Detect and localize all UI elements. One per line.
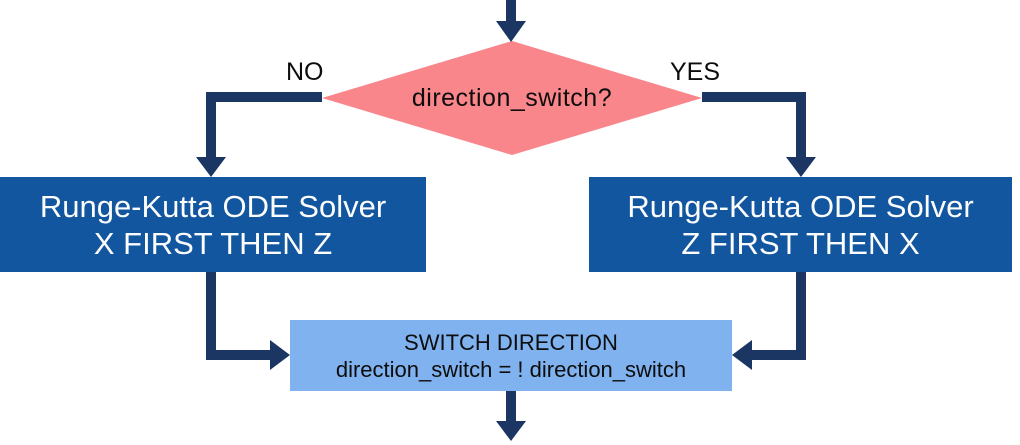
process-box-line2: Z FIRST THEN X <box>681 225 920 261</box>
switch-direction-box: SWITCH DIRECTION direction_switch = ! di… <box>290 320 732 391</box>
arrow-yes-branch-head <box>786 157 816 177</box>
arrow-left-to-switch <box>206 272 272 360</box>
switch-box-expression: direction_switch = ! direction_switch <box>335 356 687 382</box>
arrow-right-to-switch-head <box>732 340 752 370</box>
arrow-bottom-exit-head <box>496 421 526 441</box>
decision-diamond <box>322 41 702 155</box>
decision-label: direction_switch? <box>411 84 613 112</box>
branch-label-no: NO <box>286 58 324 86</box>
arrow-top-entry-head <box>496 21 526 42</box>
process-box-line2: X FIRST THEN Z <box>93 225 333 261</box>
process-box-z-first-then-x: Runge-Kutta ODE Solver Z FIRST THEN X <box>589 177 1012 272</box>
arrow-right-to-switch <box>750 272 806 360</box>
process-box-line1: Runge-Kutta ODE Solver <box>627 188 974 224</box>
arrow-no-branch <box>206 92 322 159</box>
process-box-line1: Runge-Kutta ODE Solver <box>39 188 387 224</box>
switch-box-title: SWITCH DIRECTION <box>404 329 618 355</box>
arrow-left-to-switch-head <box>270 340 290 370</box>
process-box-x-first-then-z: Runge-Kutta ODE Solver X FIRST THEN Z <box>0 177 426 272</box>
branch-label-yes: YES <box>670 58 721 86</box>
arrow-no-branch-head <box>196 157 226 177</box>
arrow-yes-branch <box>702 92 806 159</box>
